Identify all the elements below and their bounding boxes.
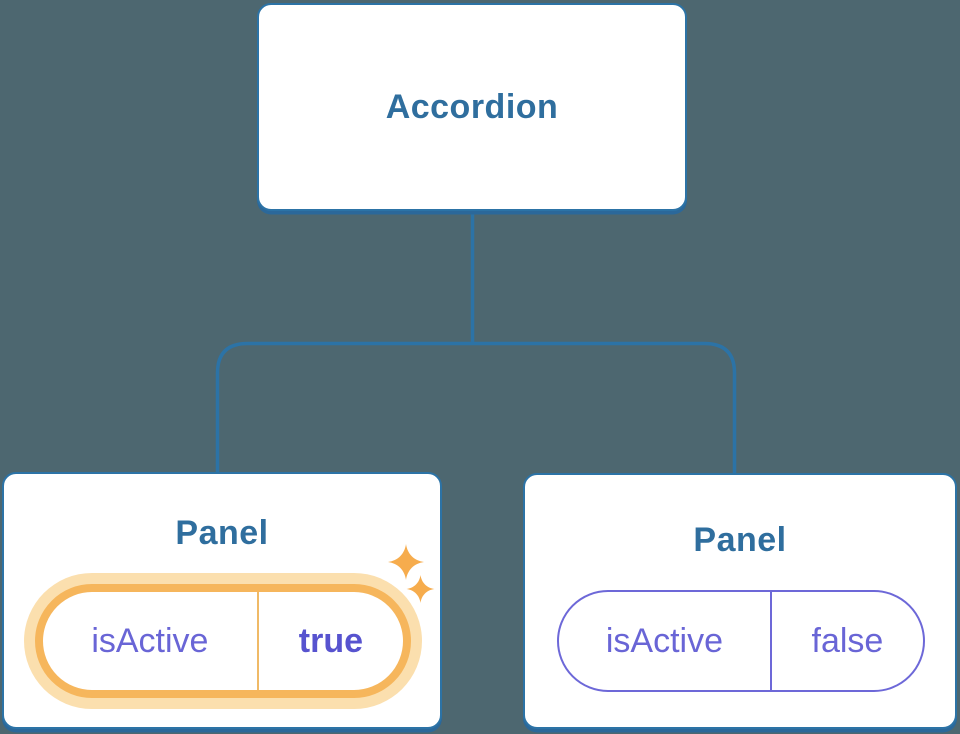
prop-name: isActive bbox=[605, 621, 723, 660]
prop-name: isActive bbox=[91, 621, 209, 660]
prop-value: false bbox=[769, 592, 923, 690]
panel-node-active: Panel isActive true bbox=[2, 472, 442, 729]
sparkle-icon-large bbox=[388, 544, 424, 580]
panel-node-label: Panel bbox=[175, 514, 269, 552]
accordion-node-label: Accordion bbox=[385, 87, 559, 126]
prop-pill-active: isActive true bbox=[35, 584, 411, 698]
panel-node-inactive: Panel isActive false bbox=[523, 473, 957, 729]
accordion-node: Accordion bbox=[257, 3, 687, 211]
panel-node-label: Panel bbox=[693, 521, 787, 559]
sparkle-icon-small bbox=[406, 575, 435, 603]
prop-pill-inactive: isActive false bbox=[557, 590, 925, 692]
prop-value: true bbox=[256, 592, 403, 690]
